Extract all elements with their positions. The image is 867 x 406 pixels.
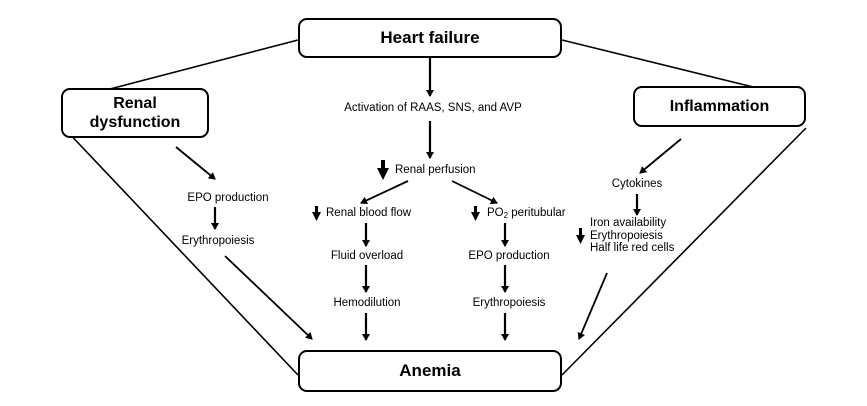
fluid-overload-text: Fluid overload — [330, 250, 404, 262]
heart-failure-box: Heart failure — [298, 18, 562, 58]
po2-peritubular-text: PO2 peritubular — [487, 207, 566, 222]
hemodilution-text: Hemodilution — [333, 297, 401, 309]
center-epo-production-text: EPO production — [468, 250, 550, 262]
decrease-arrow-renal-perfusion — [377, 160, 389, 180]
anemia-label: Anemia — [399, 361, 461, 380]
left-epo-production-text: EPO production — [187, 192, 269, 204]
right-effects-list: Iron availability Erythropoiesis Half li… — [590, 217, 674, 255]
heart-failure-label: Heart failure — [380, 28, 480, 47]
frame-line-bottom-left — [63, 127, 299, 376]
arrow-renal-to-epo — [175, 146, 216, 180]
arrow-inflammation-to-cytokines — [639, 138, 682, 174]
po2-subscript: 2 — [503, 211, 509, 220]
decrease-arrow-renal-blood-flow — [312, 206, 321, 221]
po2-suffix: peritubular — [508, 207, 566, 219]
anemia-box: Anemia — [298, 350, 562, 392]
arrow-perfusion-to-po2 — [451, 180, 498, 204]
activation-text: Activation of RAAS, SNS, and AVP — [344, 102, 522, 114]
arrow-perfusion-to-blood-flow — [360, 180, 409, 205]
renal-blood-flow-text: Renal blood flow — [326, 207, 412, 219]
left-erythropoiesis-text: Erythropoiesis — [181, 235, 255, 247]
center-erythropoiesis-text: Erythropoiesis — [472, 297, 546, 309]
half-life-text: Half life red cells — [590, 242, 675, 254]
arrow-left-erythro-to-anemia — [224, 255, 313, 340]
decrease-arrow-right-group — [576, 228, 585, 244]
renal-dysfunction-label-line1: Renal — [113, 95, 157, 112]
po2-prefix: PO — [487, 207, 504, 219]
inflammation-label: Inflammation — [669, 98, 770, 115]
decrease-arrow-po2 — [471, 206, 480, 221]
arrow-right-to-anemia — [577, 272, 608, 340]
right-erythropoiesis-text: Erythropoiesis — [590, 229, 663, 242]
renal-dysfunction-label-line2: dysfunction — [89, 114, 181, 131]
renal-dysfunction-box: Renal dysfunction — [61, 88, 209, 138]
iron-availability-text: Iron availability — [590, 217, 667, 229]
frame-line-bottom-right — [561, 127, 807, 376]
inflammation-box: Inflammation — [633, 86, 806, 127]
renal-perfusion-text: Renal perfusion — [395, 164, 476, 176]
cytokines-text: Cytokines — [611, 178, 663, 190]
